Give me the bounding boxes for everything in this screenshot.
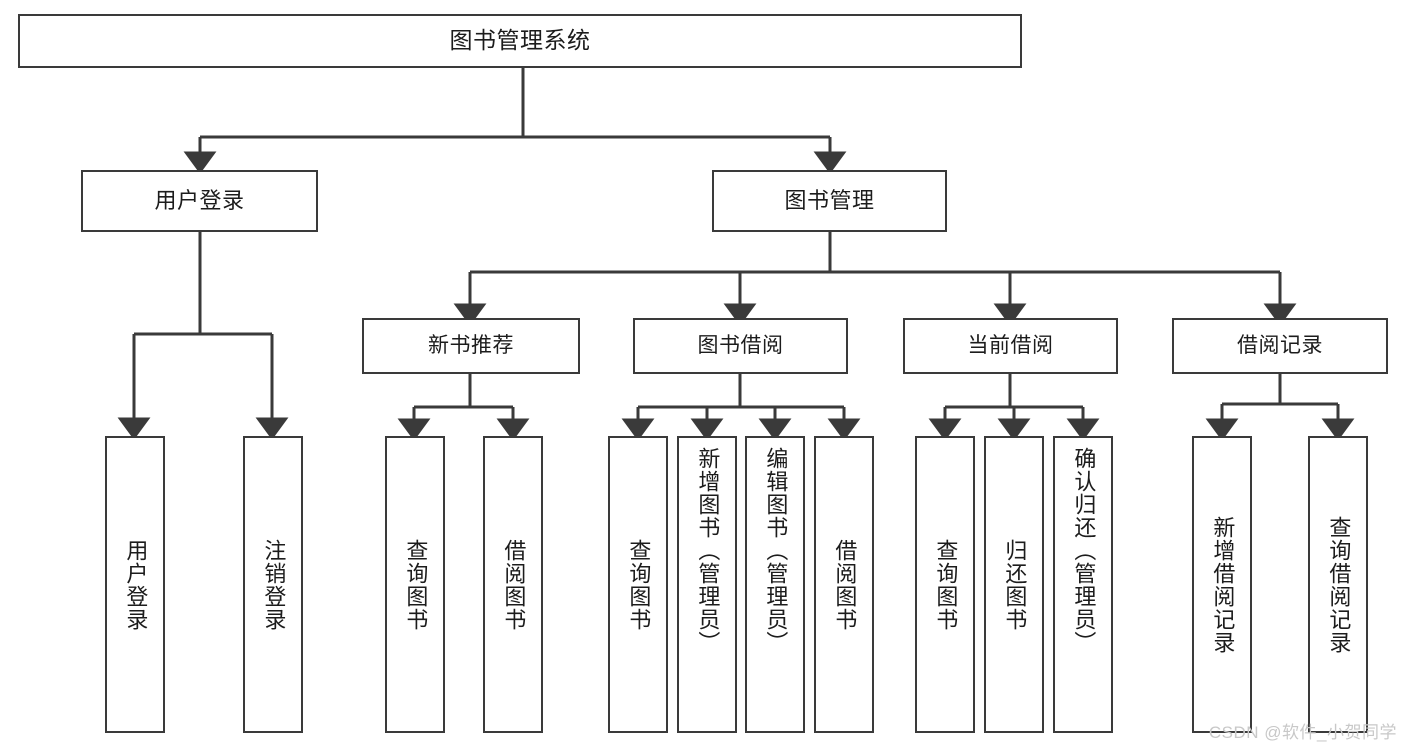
- leaf-book-borrow-query[interactable]: 查询图书: [608, 436, 668, 733]
- leaf-current-borrow-confirm-return[interactable]: 确认归还（管理员）: [1053, 436, 1113, 733]
- node-book-management[interactable]: 图书管理: [712, 170, 947, 232]
- leaf-book-borrow-add[interactable]: 新增图书（管理员）: [677, 436, 737, 733]
- node-label: 用户登录: [154, 188, 245, 214]
- node-label: 查询图书: [626, 538, 652, 631]
- node-new-book-recommend[interactable]: 新书推荐: [362, 318, 580, 374]
- node-label: 查询图书: [403, 538, 429, 631]
- node-label: 查询借阅记录: [1326, 515, 1352, 654]
- leaf-borrow-record-query[interactable]: 查询借阅记录: [1308, 436, 1368, 733]
- node-root-system[interactable]: 图书管理系统: [18, 14, 1022, 68]
- node-label: 用户登录: [123, 538, 149, 631]
- node-label: 新增借阅记录: [1210, 515, 1236, 654]
- node-borrow-record[interactable]: 借阅记录: [1172, 318, 1388, 374]
- node-label: 借阅图书: [832, 538, 858, 631]
- node-label: 查询图书: [933, 538, 959, 631]
- node-user-login[interactable]: 用户登录: [81, 170, 318, 232]
- node-label: 借阅记录: [1237, 333, 1323, 357]
- node-label: 图书管理系统: [449, 27, 591, 54]
- watermark-text: CSDN @软件_小贺同学: [1208, 723, 1397, 742]
- node-label: 确认归还（管理员）: [1071, 447, 1097, 654]
- leaf-user-login-login[interactable]: 用户登录: [105, 436, 165, 733]
- leaf-borrow-record-add[interactable]: 新增借阅记录: [1192, 436, 1252, 733]
- node-label: 归还图书: [1002, 538, 1028, 631]
- node-label: 图书管理: [784, 188, 875, 214]
- leaf-current-borrow-query[interactable]: 查询图书: [915, 436, 975, 733]
- leaf-book-borrow-borrow[interactable]: 借阅图书: [814, 436, 874, 733]
- node-label: 注销登录: [261, 538, 287, 631]
- node-label: 新书推荐: [428, 333, 514, 357]
- node-label: 新增图书（管理员）: [695, 447, 721, 654]
- leaf-book-borrow-edit[interactable]: 编辑图书（管理员）: [745, 436, 805, 733]
- node-book-borrow[interactable]: 图书借阅: [633, 318, 848, 374]
- leaf-new-book-query[interactable]: 查询图书: [385, 436, 445, 733]
- node-label: 编辑图书（管理员）: [763, 447, 789, 654]
- leaf-user-login-logout[interactable]: 注销登录: [243, 436, 303, 733]
- leaf-current-borrow-return[interactable]: 归还图书: [984, 436, 1044, 733]
- node-label: 借阅图书: [501, 538, 527, 631]
- leaf-new-book-borrow[interactable]: 借阅图书: [483, 436, 543, 733]
- node-label: 图书借阅: [697, 333, 784, 357]
- node-label: 当前借阅: [967, 333, 1054, 357]
- node-current-borrow[interactable]: 当前借阅: [903, 318, 1118, 374]
